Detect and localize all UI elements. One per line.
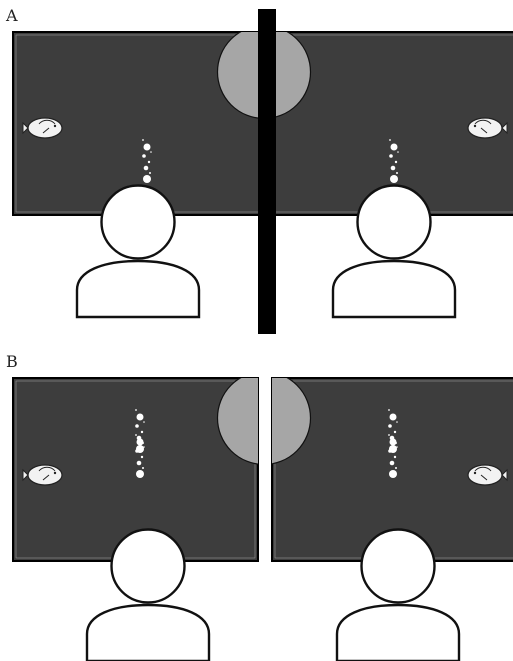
screen-b-right bbox=[271, 377, 513, 562]
barrier-bar bbox=[258, 9, 276, 334]
occluder-disc bbox=[216, 32, 263, 120]
panel-b: B bbox=[6, 352, 513, 661]
panel-a: A bbox=[5, 6, 513, 334]
occluder-disc bbox=[272, 378, 312, 465]
panel-label-a: A bbox=[5, 6, 18, 25]
panel-label-b: B bbox=[6, 352, 18, 371]
occluder-disc bbox=[216, 378, 258, 465]
